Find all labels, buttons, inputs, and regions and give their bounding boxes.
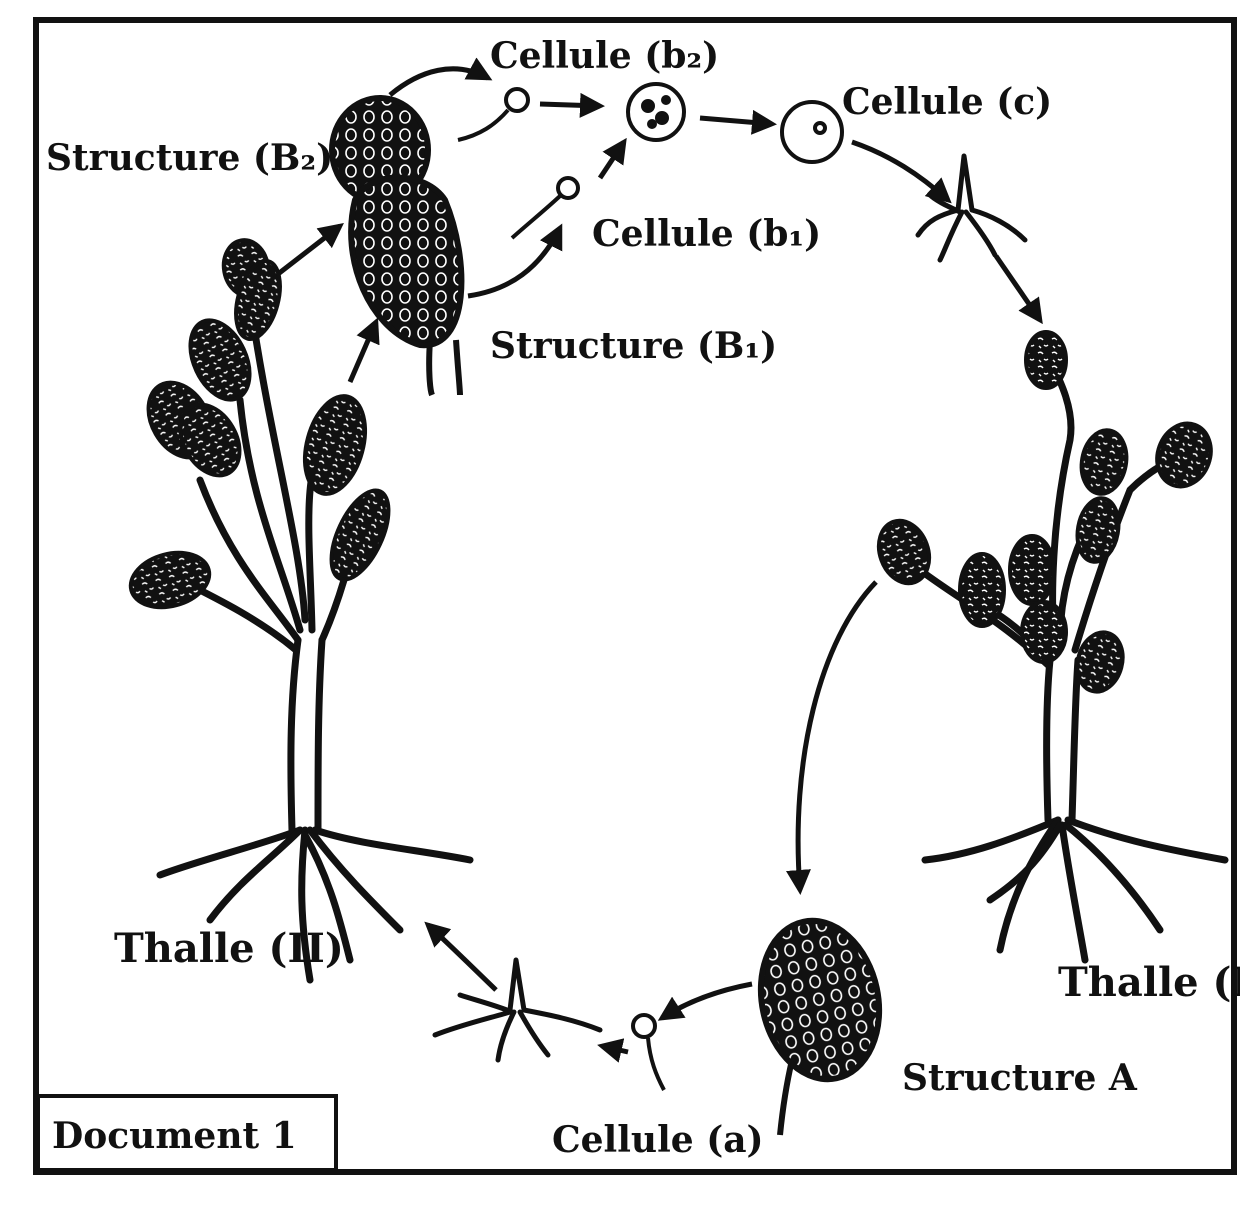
figure-frame (33, 17, 1237, 1175)
structure-b1-label: Structure (B₁) (490, 325, 777, 367)
arrow-zygote-to-c (699, 109, 777, 135)
document-label: Document 1 (52, 1115, 297, 1157)
thalle-2-label: Thalle (II) (114, 925, 344, 972)
structure-b-group (329, 95, 465, 397)
arrow-germling-to-thalle-1 (993, 254, 1043, 325)
document-label-box (36, 1094, 338, 1172)
arrow-b2-to-zygote (539, 92, 605, 118)
germling-bottom (432, 957, 603, 1063)
thalle-2-sporangia (128, 238, 391, 610)
arrow-cellule-a-to-germling (597, 1038, 629, 1063)
cellule-b2-label: Cellule (b₂) (490, 35, 719, 77)
arrow-a-to-cellule-a (657, 981, 753, 1021)
structure-a (757, 917, 883, 1136)
arrow-germling-to-thalle-2 (424, 921, 498, 992)
arrow-thalle-2-to-b1 (347, 317, 380, 383)
thalle-1-sporangia (876, 330, 1213, 694)
arrow-b2-to-cellule-b2 (388, 57, 493, 97)
thalle-1-label: Thalle (I) (1058, 959, 1240, 1006)
cellule-b1-label: Cellule (b₁) (592, 213, 821, 255)
structure-b1-shape (348, 174, 465, 349)
cellule-a-label: Cellule (a) (552, 1119, 764, 1161)
arrow-b1-to-cellule-b1 (467, 223, 563, 299)
germling-top (915, 153, 1028, 263)
arrow-c-to-germling (851, 139, 952, 204)
arrow-thalle-2-to-b2 (276, 222, 344, 276)
arrow-thalle-1-to-structure-a (786, 580, 878, 895)
cellule-c (780, 100, 844, 164)
thalle-2-plant (156, 296, 474, 984)
cycle-arrows (276, 57, 1043, 1063)
cellule-c-label: Cellule (c) (842, 81, 1052, 123)
cellule-a (631, 1013, 666, 1091)
zygote-cell (626, 82, 686, 142)
arrow-b1-to-zygote (597, 137, 627, 180)
structure-b2-label: Structure (B₂) (46, 137, 333, 179)
cellule-b1 (510, 176, 580, 240)
structure-a-label: Structure A (902, 1057, 1138, 1099)
cellule-b2 (457, 87, 530, 142)
